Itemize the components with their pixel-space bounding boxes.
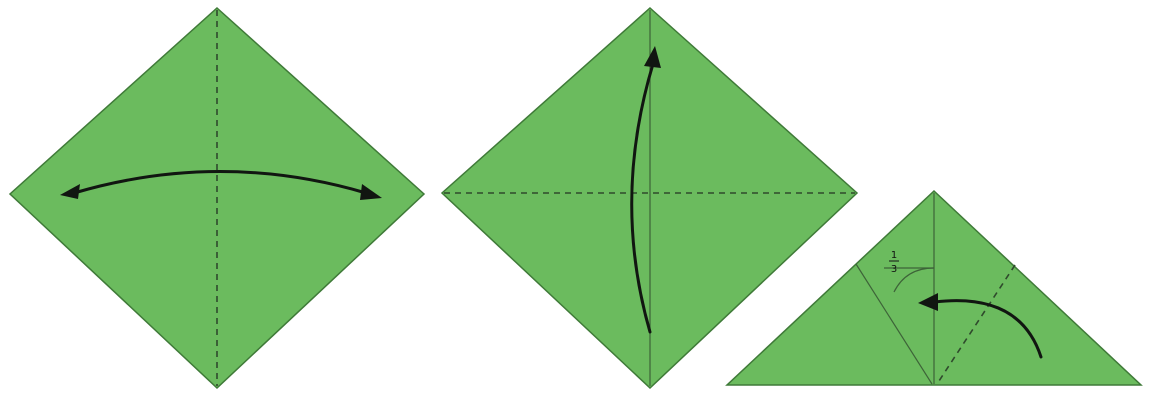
step-3-crease-left bbox=[855, 263, 933, 385]
up-arrow-icon bbox=[630, 46, 661, 334]
double-arrow-icon bbox=[60, 170, 382, 200]
fraction-numerator: 1 bbox=[891, 250, 897, 261]
curved-arrow-icon bbox=[918, 293, 1043, 359]
step-3: 1 3 bbox=[725, 189, 1143, 386]
step-2 bbox=[440, 6, 859, 390]
fraction-label: 1 3 bbox=[889, 250, 899, 275]
step-3-fold-line bbox=[936, 264, 1016, 385]
angle-arc-icon bbox=[884, 267, 935, 293]
step-1 bbox=[8, 6, 426, 390]
fraction-denominator: 3 bbox=[891, 264, 897, 275]
